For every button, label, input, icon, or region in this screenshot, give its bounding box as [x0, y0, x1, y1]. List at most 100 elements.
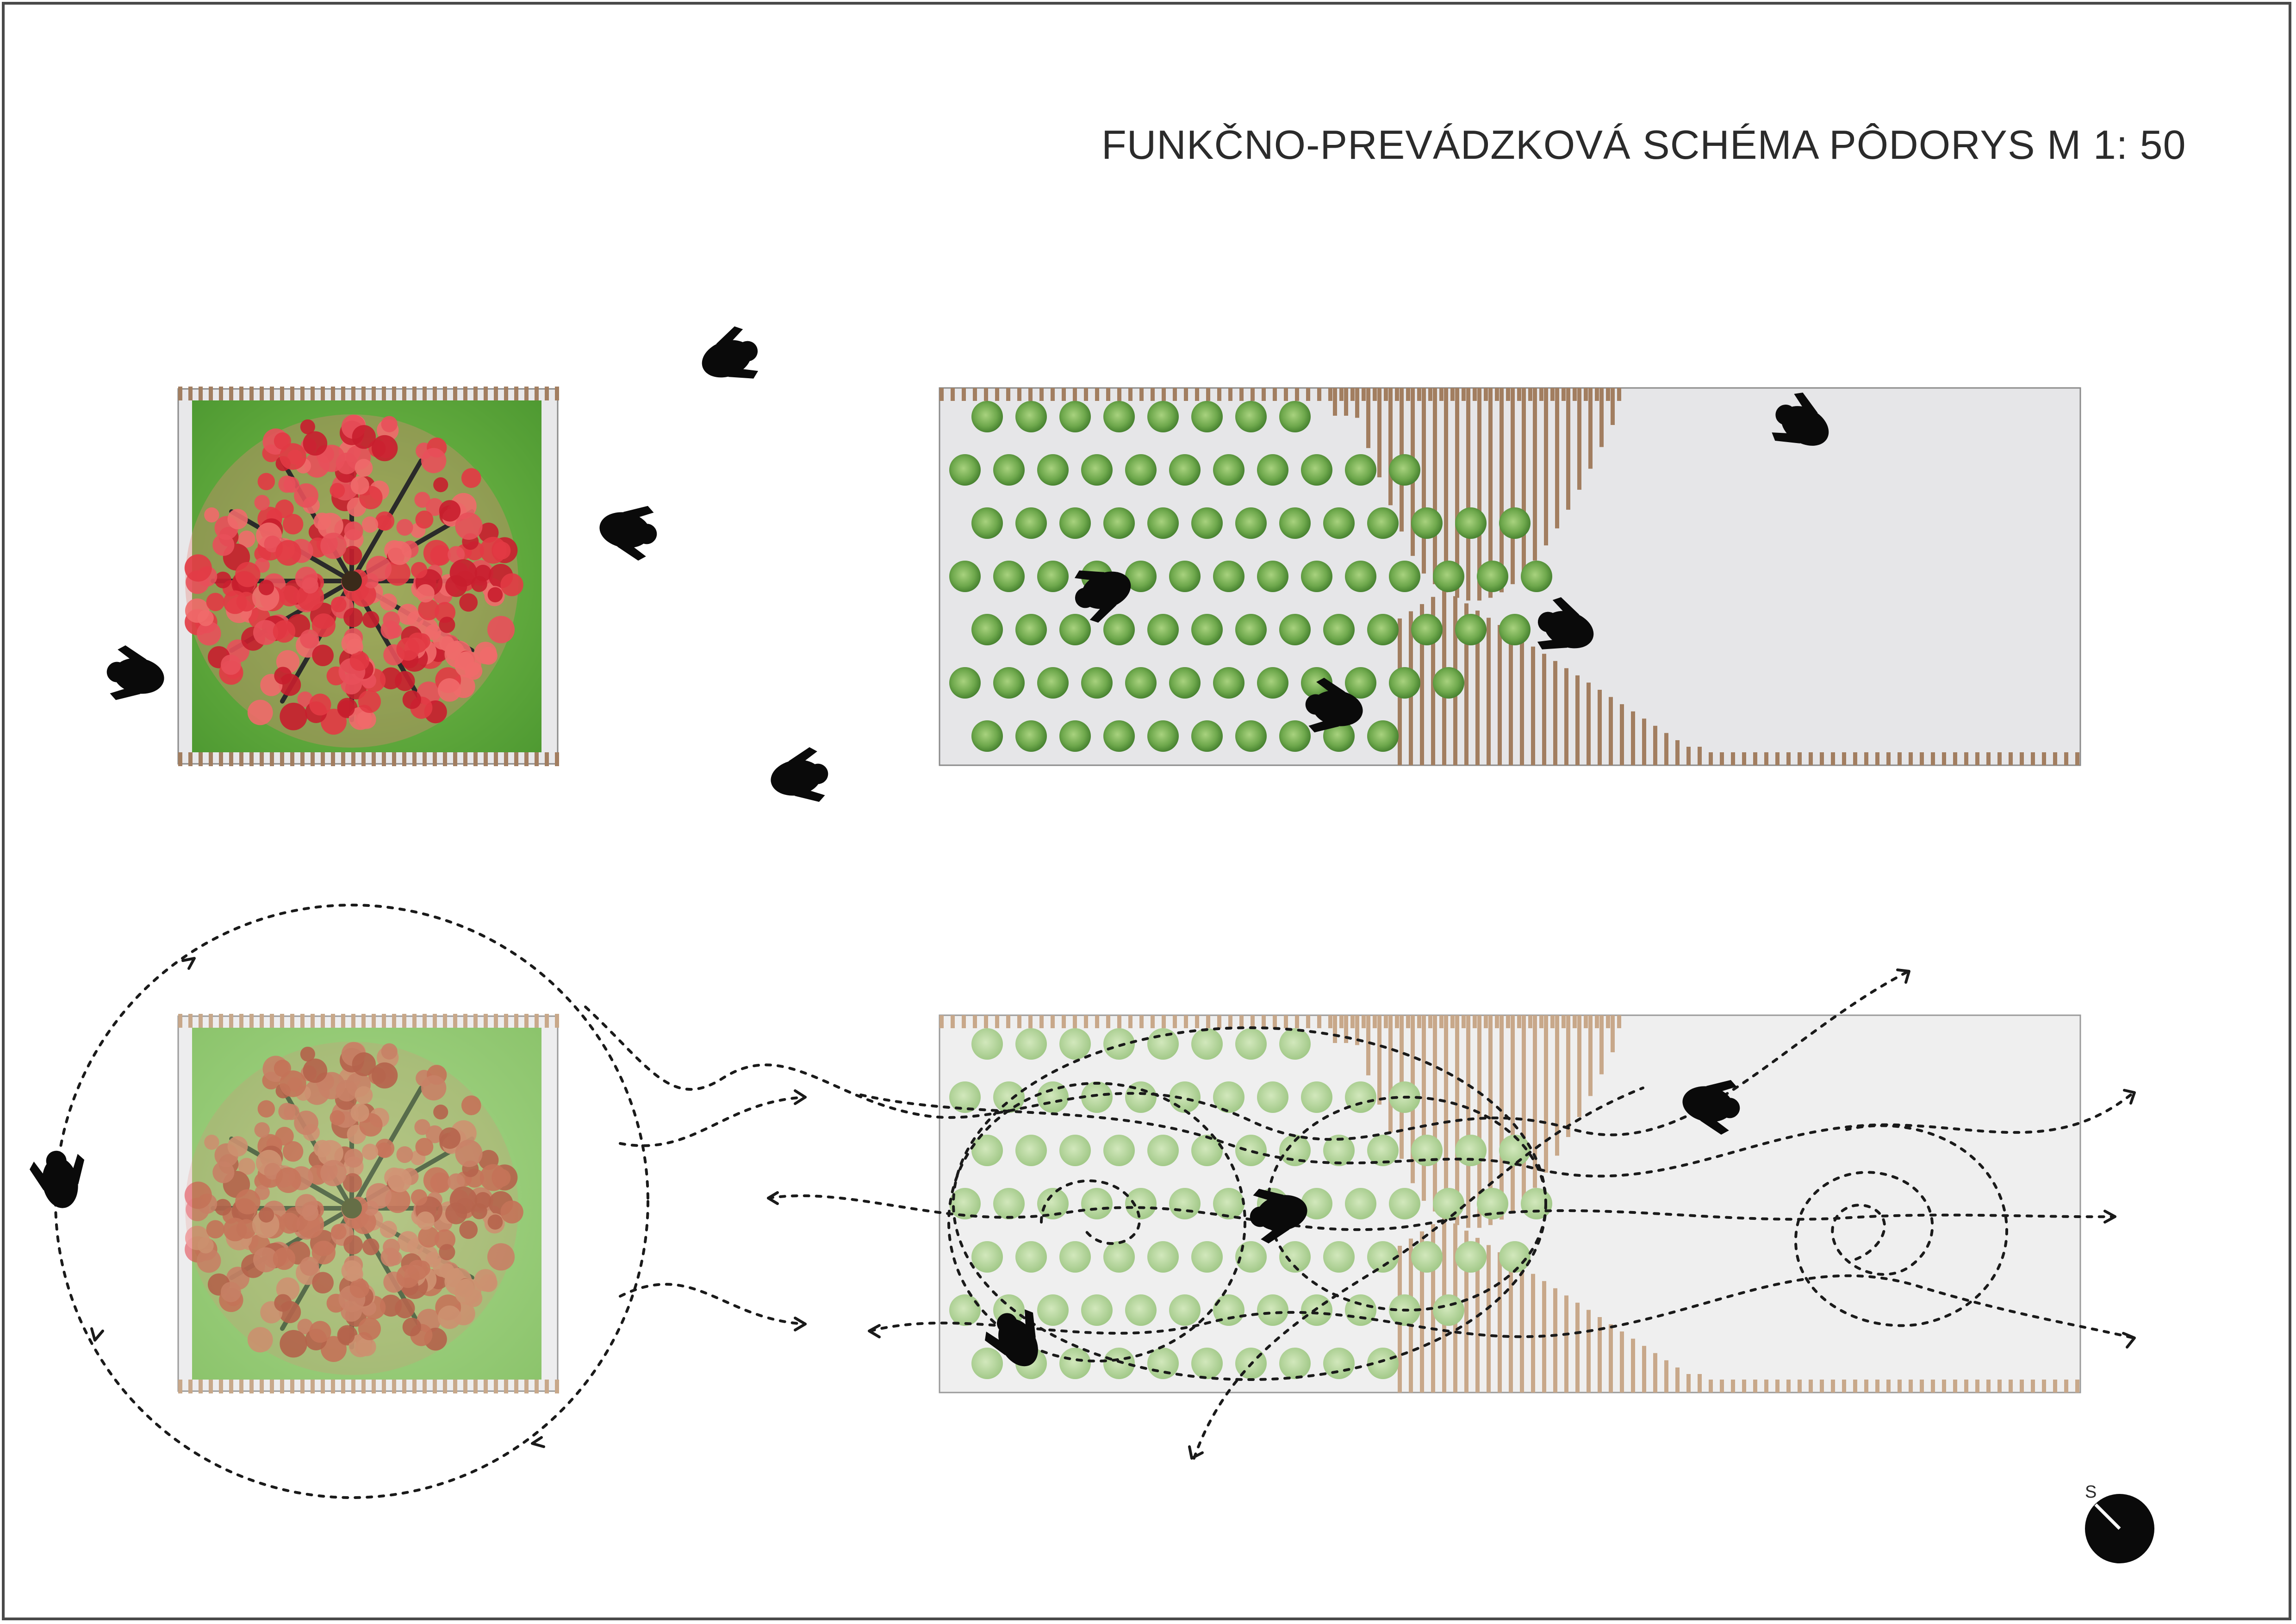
shrub	[1191, 401, 1223, 432]
blossom	[455, 1139, 483, 1168]
wood-slat	[290, 1014, 294, 1028]
wood-slat	[484, 387, 488, 400]
wood-slat	[280, 1014, 284, 1028]
shrub	[1411, 1241, 1443, 1273]
wood-slat	[1875, 1380, 1879, 1393]
wood-slat	[940, 1015, 944, 1028]
person-silhouette	[771, 747, 828, 802]
wood-slat	[331, 1014, 335, 1028]
blossom	[459, 593, 478, 612]
shrub	[1103, 614, 1135, 645]
wood-slat	[1909, 1380, 1913, 1393]
shrub	[1147, 1241, 1179, 1273]
wood-slat	[260, 1014, 264, 1028]
blossom	[487, 1214, 503, 1230]
wood-slat	[1128, 388, 1132, 401]
wood-slat	[1631, 1338, 1635, 1393]
shrub	[1345, 454, 1376, 486]
wood-slat	[1350, 388, 1355, 401]
wood-slat	[229, 1380, 233, 1393]
blossom	[206, 1220, 225, 1239]
blossom	[433, 477, 448, 493]
shrub	[949, 454, 981, 486]
blossom	[355, 1086, 373, 1104]
blossom	[212, 534, 235, 556]
wood-slat	[331, 1380, 335, 1393]
north-arrow-needle	[2094, 1503, 2121, 1530]
blossom	[320, 708, 347, 735]
shrub	[1059, 1348, 1091, 1379]
shrub	[1191, 720, 1223, 752]
wood-slat	[951, 388, 955, 401]
shrub	[1147, 614, 1179, 645]
shrub	[1037, 1081, 1069, 1113]
wood-slat	[321, 1014, 325, 1028]
shrub	[1433, 667, 1464, 699]
flow-arrowhead	[794, 1089, 807, 1105]
wood-slat	[514, 1014, 518, 1028]
wood-slat	[2009, 752, 2013, 765]
wood-slat	[1333, 388, 1337, 416]
person-arm	[794, 788, 825, 802]
wood-slat	[361, 1014, 366, 1028]
wood-slat	[1373, 388, 1377, 401]
blossom	[204, 1135, 219, 1150]
wood-slat	[443, 1380, 447, 1393]
wood-slat	[1295, 388, 1299, 401]
wood-slat	[1517, 388, 1521, 401]
wood-slat	[1720, 752, 1724, 765]
wood-slat	[1611, 388, 1615, 425]
wood-slat	[1433, 1015, 1437, 1212]
wood-slat	[1028, 1015, 1033, 1028]
blossom	[273, 1247, 296, 1270]
wood-slat	[1864, 1380, 1868, 1393]
blossom	[352, 425, 376, 449]
wood-slat	[973, 1015, 977, 1028]
wood-slat	[2031, 1380, 2035, 1393]
wood-slat	[1422, 1015, 1426, 1201]
wood-slat	[535, 1380, 539, 1393]
flowering-tree-canopy	[184, 1042, 523, 1375]
wood-slat	[1986, 1380, 1991, 1393]
wood-slat	[433, 387, 437, 400]
shrub	[1301, 1188, 1332, 1219]
wood-slat	[1106, 388, 1110, 401]
wood-slat	[270, 387, 274, 400]
wood-slat	[1262, 388, 1266, 401]
blossom	[455, 512, 483, 540]
wood-slat	[1575, 1302, 1580, 1393]
wood-slat	[555, 752, 559, 766]
blossom	[312, 644, 334, 667]
blossom	[402, 1318, 421, 1337]
shrub	[1213, 1188, 1244, 1219]
wood-slat	[1531, 1274, 1535, 1393]
wood-slat	[2064, 752, 2068, 765]
wood-slat	[1495, 1015, 1499, 1028]
wood-slat	[188, 1014, 193, 1028]
wood-slat	[178, 1014, 182, 1028]
blossom	[312, 1272, 334, 1294]
blossom	[396, 1146, 413, 1163]
wood-slat	[188, 1380, 193, 1393]
shrub	[1301, 1081, 1332, 1113]
wood-slat	[1522, 388, 1526, 574]
blossom	[411, 562, 428, 579]
wood-slat	[341, 1014, 345, 1028]
blossom	[221, 654, 241, 675]
wood-slat	[229, 1014, 233, 1028]
wood-slat	[484, 1380, 488, 1393]
shrub	[1191, 1348, 1223, 1379]
shrub	[1323, 507, 1355, 539]
wood-slat	[514, 1380, 518, 1393]
wood-slat	[209, 1380, 213, 1393]
wood-slat	[311, 752, 315, 766]
wood-slat	[1528, 1015, 1532, 1028]
blossom	[348, 1334, 372, 1357]
wood-slat	[361, 387, 366, 400]
wood-slat	[1555, 388, 1559, 529]
person-arm	[617, 542, 646, 561]
north-arrow: S	[2085, 1482, 2154, 1563]
shrub	[1367, 1135, 1399, 1166]
wood-slat	[1609, 1324, 1613, 1393]
shrub	[1213, 561, 1244, 592]
